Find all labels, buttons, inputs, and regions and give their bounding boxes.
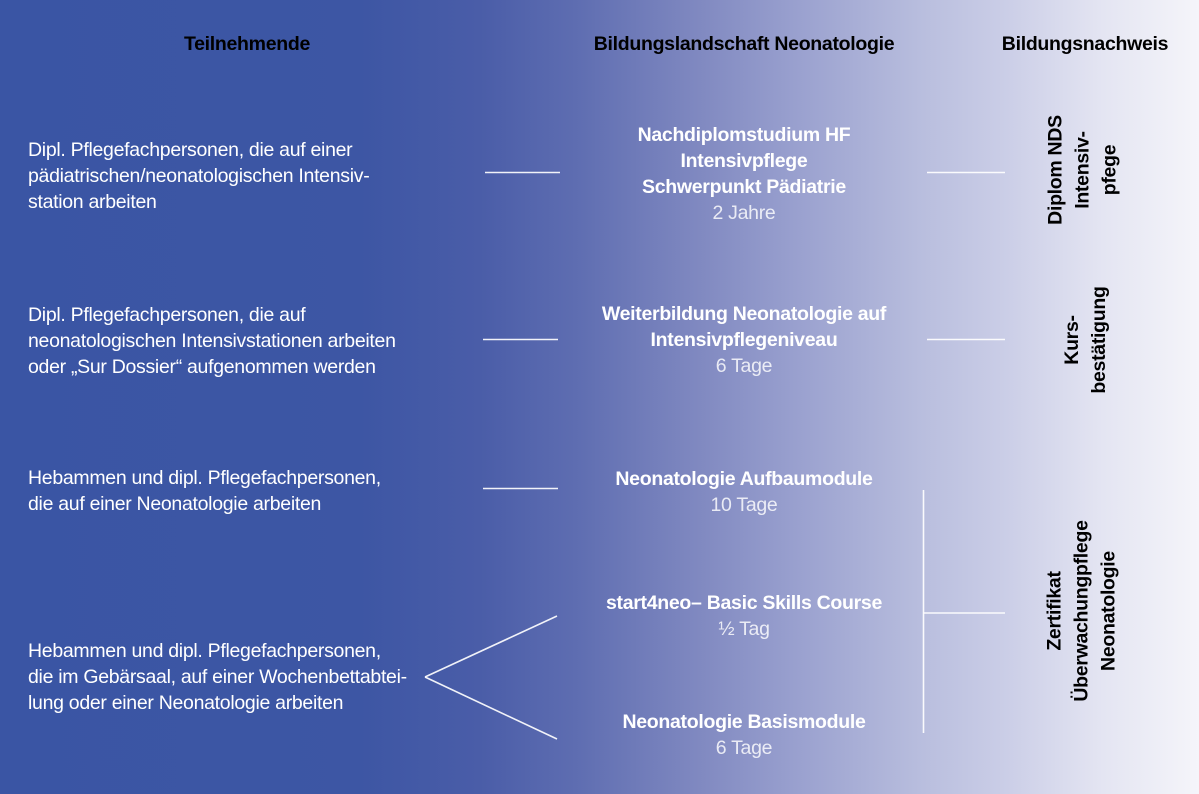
program-title: Neonatologie Aufbaumodule [615, 468, 873, 490]
column-header-bildungsnachweis: Bildungsnachweis [1001, 33, 1169, 55]
program-duration: 2 Jahre [712, 202, 776, 224]
certificate-kursbestaetigung: Kurs- bestätigung [1061, 286, 1110, 394]
participant-neonatologische-intensivstationen: Dipl. Pflegefachpersonen, die auf neonat… [28, 304, 396, 378]
column-header-bildungslandschaft: Bildungslandschaft Neonatologie [593, 33, 895, 55]
certificate-diplom-nds-intensivpflege: Diplom NDS Intensiv- pfege [1044, 115, 1121, 225]
program-title: Weiterbildung Neonatologie auf Intensivp… [601, 303, 887, 351]
column-header-teilnehmende: Teilnehmende [183, 33, 311, 55]
program-duration: 10 Tage [710, 494, 778, 516]
program-nachdiplomstudium-hf: Nachdiplomstudium HF Intensivpflege Schw… [534, 122, 954, 227]
program-weiterbildung-neonatologie: Weiterbildung Neonatologie auf Intensivp… [534, 301, 954, 380]
participant-paediatrische-intensivstation: Dipl. Pflegefachpersonen, die auf einer … [28, 139, 370, 213]
program-neonatologie-basismodule: Neonatologie Basismodule 6 Tage [534, 709, 954, 762]
program-title: start4neo– Basic Skills Course [605, 592, 883, 614]
program-title: Nachdiplomstudium HF Intensivpflege Schw… [637, 124, 851, 198]
certificate-zertifikat-ueberwachungspflege: Zertifikat Überwachungpflege Neonatologi… [1043, 520, 1120, 702]
program-title: Neonatologie Basismodule [622, 711, 866, 733]
program-duration: 6 Tage [715, 355, 773, 377]
program-duration: ½ Tag [718, 618, 770, 640]
participant-hebammen-gebaersaal: Hebammen und dipl. Pflegefachpersonen, d… [28, 640, 407, 714]
chevron-upper-arm [424, 615, 558, 678]
chevron-lower-arm [424, 676, 558, 740]
program-start4neo-basic-skills: start4neo– Basic Skills Course ½ Tag [534, 590, 954, 643]
program-duration: 6 Tage [715, 737, 773, 759]
participant-hebammen-neonatologie: Hebammen und dipl. Pflegefachpersonen, d… [28, 467, 381, 515]
program-neonatologie-aufbaumodule: Neonatologie Aufbaumodule 10 Tage [534, 466, 954, 519]
